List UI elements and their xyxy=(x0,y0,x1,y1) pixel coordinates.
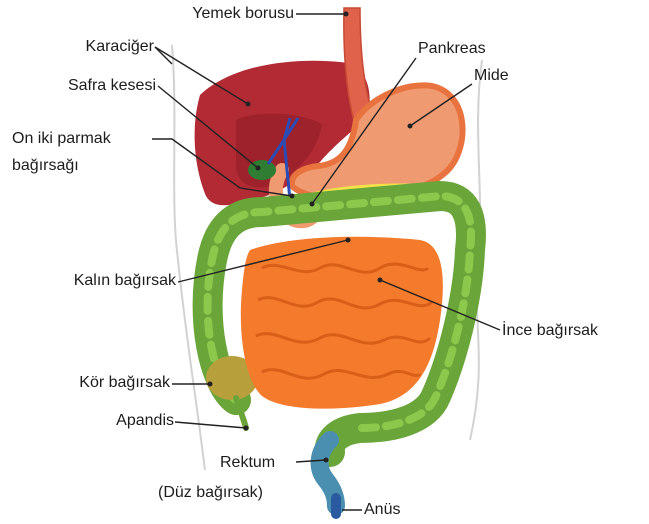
label-karaciger: Karaciğer xyxy=(40,38,154,56)
label-duz-bagirsak: (Düz bağırsak) xyxy=(158,484,263,502)
label-on-iki-parmak: On iki parmak xyxy=(12,130,111,148)
small-intestine xyxy=(241,237,443,409)
label-anus: Anüs xyxy=(364,501,400,519)
label-kor-bagirsak: Kör bağırsak xyxy=(20,374,170,392)
label-safra-kesesi: Safra kesesi xyxy=(20,77,156,95)
label-ince-bagirsak: İnce bağırsak xyxy=(502,322,598,340)
label-kalin-bagirsak: Kalın bağırsak xyxy=(20,272,176,290)
leader-apandis xyxy=(175,422,246,428)
label-rektum: Rektum xyxy=(220,454,275,472)
label-pankreas: Pankreas xyxy=(418,40,486,58)
label-mide: Mide xyxy=(474,67,509,85)
label-yemek-borusu: Yemek borusu xyxy=(130,5,294,23)
label-bagirsagi: bağırsağı xyxy=(12,157,79,175)
label-apandis: Apandis xyxy=(40,412,174,430)
